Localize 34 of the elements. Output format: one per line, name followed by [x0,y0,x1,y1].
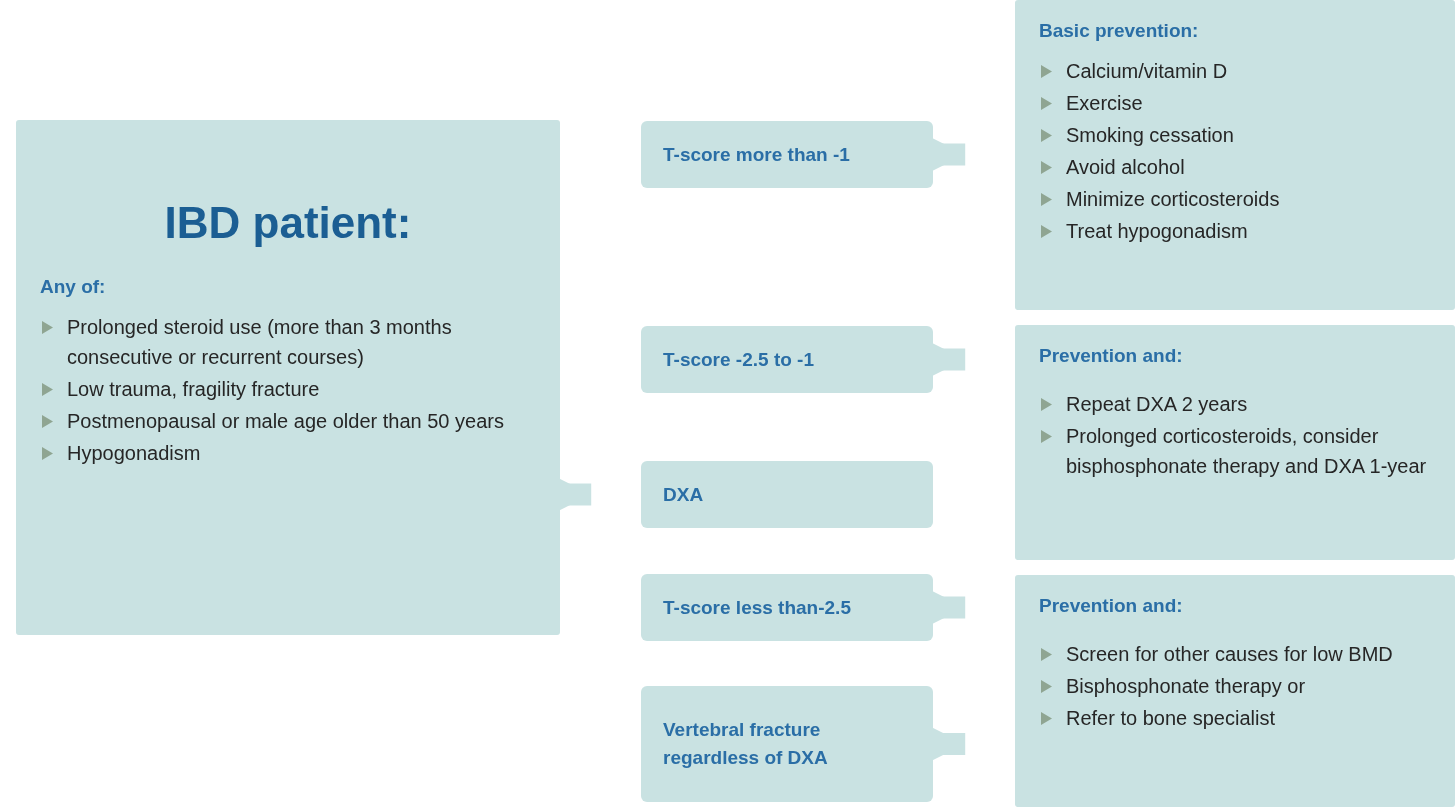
list-item: Prolonged steroid use (more than 3 months consecutive or recurrent courses) [67,315,453,370]
list-item: Low trauma, fragility fracture [67,377,321,402]
result-box [641,686,933,802]
criteria-box [16,120,560,635]
list-item: Calcium/vitamin D [1066,59,1229,84]
list-item: Hypogonadism [67,441,202,466]
box-label: T-score -2.5 to -1 [663,347,815,372]
recommendation-box [1015,575,1455,807]
list-item: Minimize corticosteroids [1066,187,1281,212]
list-item: Avoid alcohol [1066,155,1186,180]
list-item: Refer to bone specialist [1066,706,1276,731]
list-item: Repeat DXA 2 years [1066,392,1249,417]
list-item: Prolonged corticosteroids, consider bisphosphonate therapy and DXA 1-year [1066,424,1428,479]
subheading: Any of: [40,276,107,298]
box-heading: Prevention and: [1039,595,1184,617]
list-item: Treat hypogonadism [1066,219,1249,244]
heading: IBD patient: [163,198,413,248]
box-label: T-score less than-2.5 [663,595,852,620]
box-heading: Basic prevention: [1039,20,1200,42]
recommendation-box [1015,325,1455,560]
result-box [641,574,933,641]
recommendation-box [1015,0,1455,310]
list-item: Smoking cessation [1066,123,1235,148]
list-item: Bisphosphonate therapy or [1066,674,1307,699]
box-label: Vertebral fracture regardless of DXA [663,718,829,770]
list-item: Postmenopausal or male age older than 50 years [67,409,505,434]
result-box [641,326,933,393]
box-label: T-score more than -1 [663,142,851,167]
list-item: Screen for other causes for low BMD [1066,642,1394,667]
result-box [641,461,933,528]
box-heading: Prevention and: [1039,345,1184,367]
box-label: DXA [663,482,705,507]
result-box [641,121,933,188]
list-item: Exercise [1066,91,1144,116]
